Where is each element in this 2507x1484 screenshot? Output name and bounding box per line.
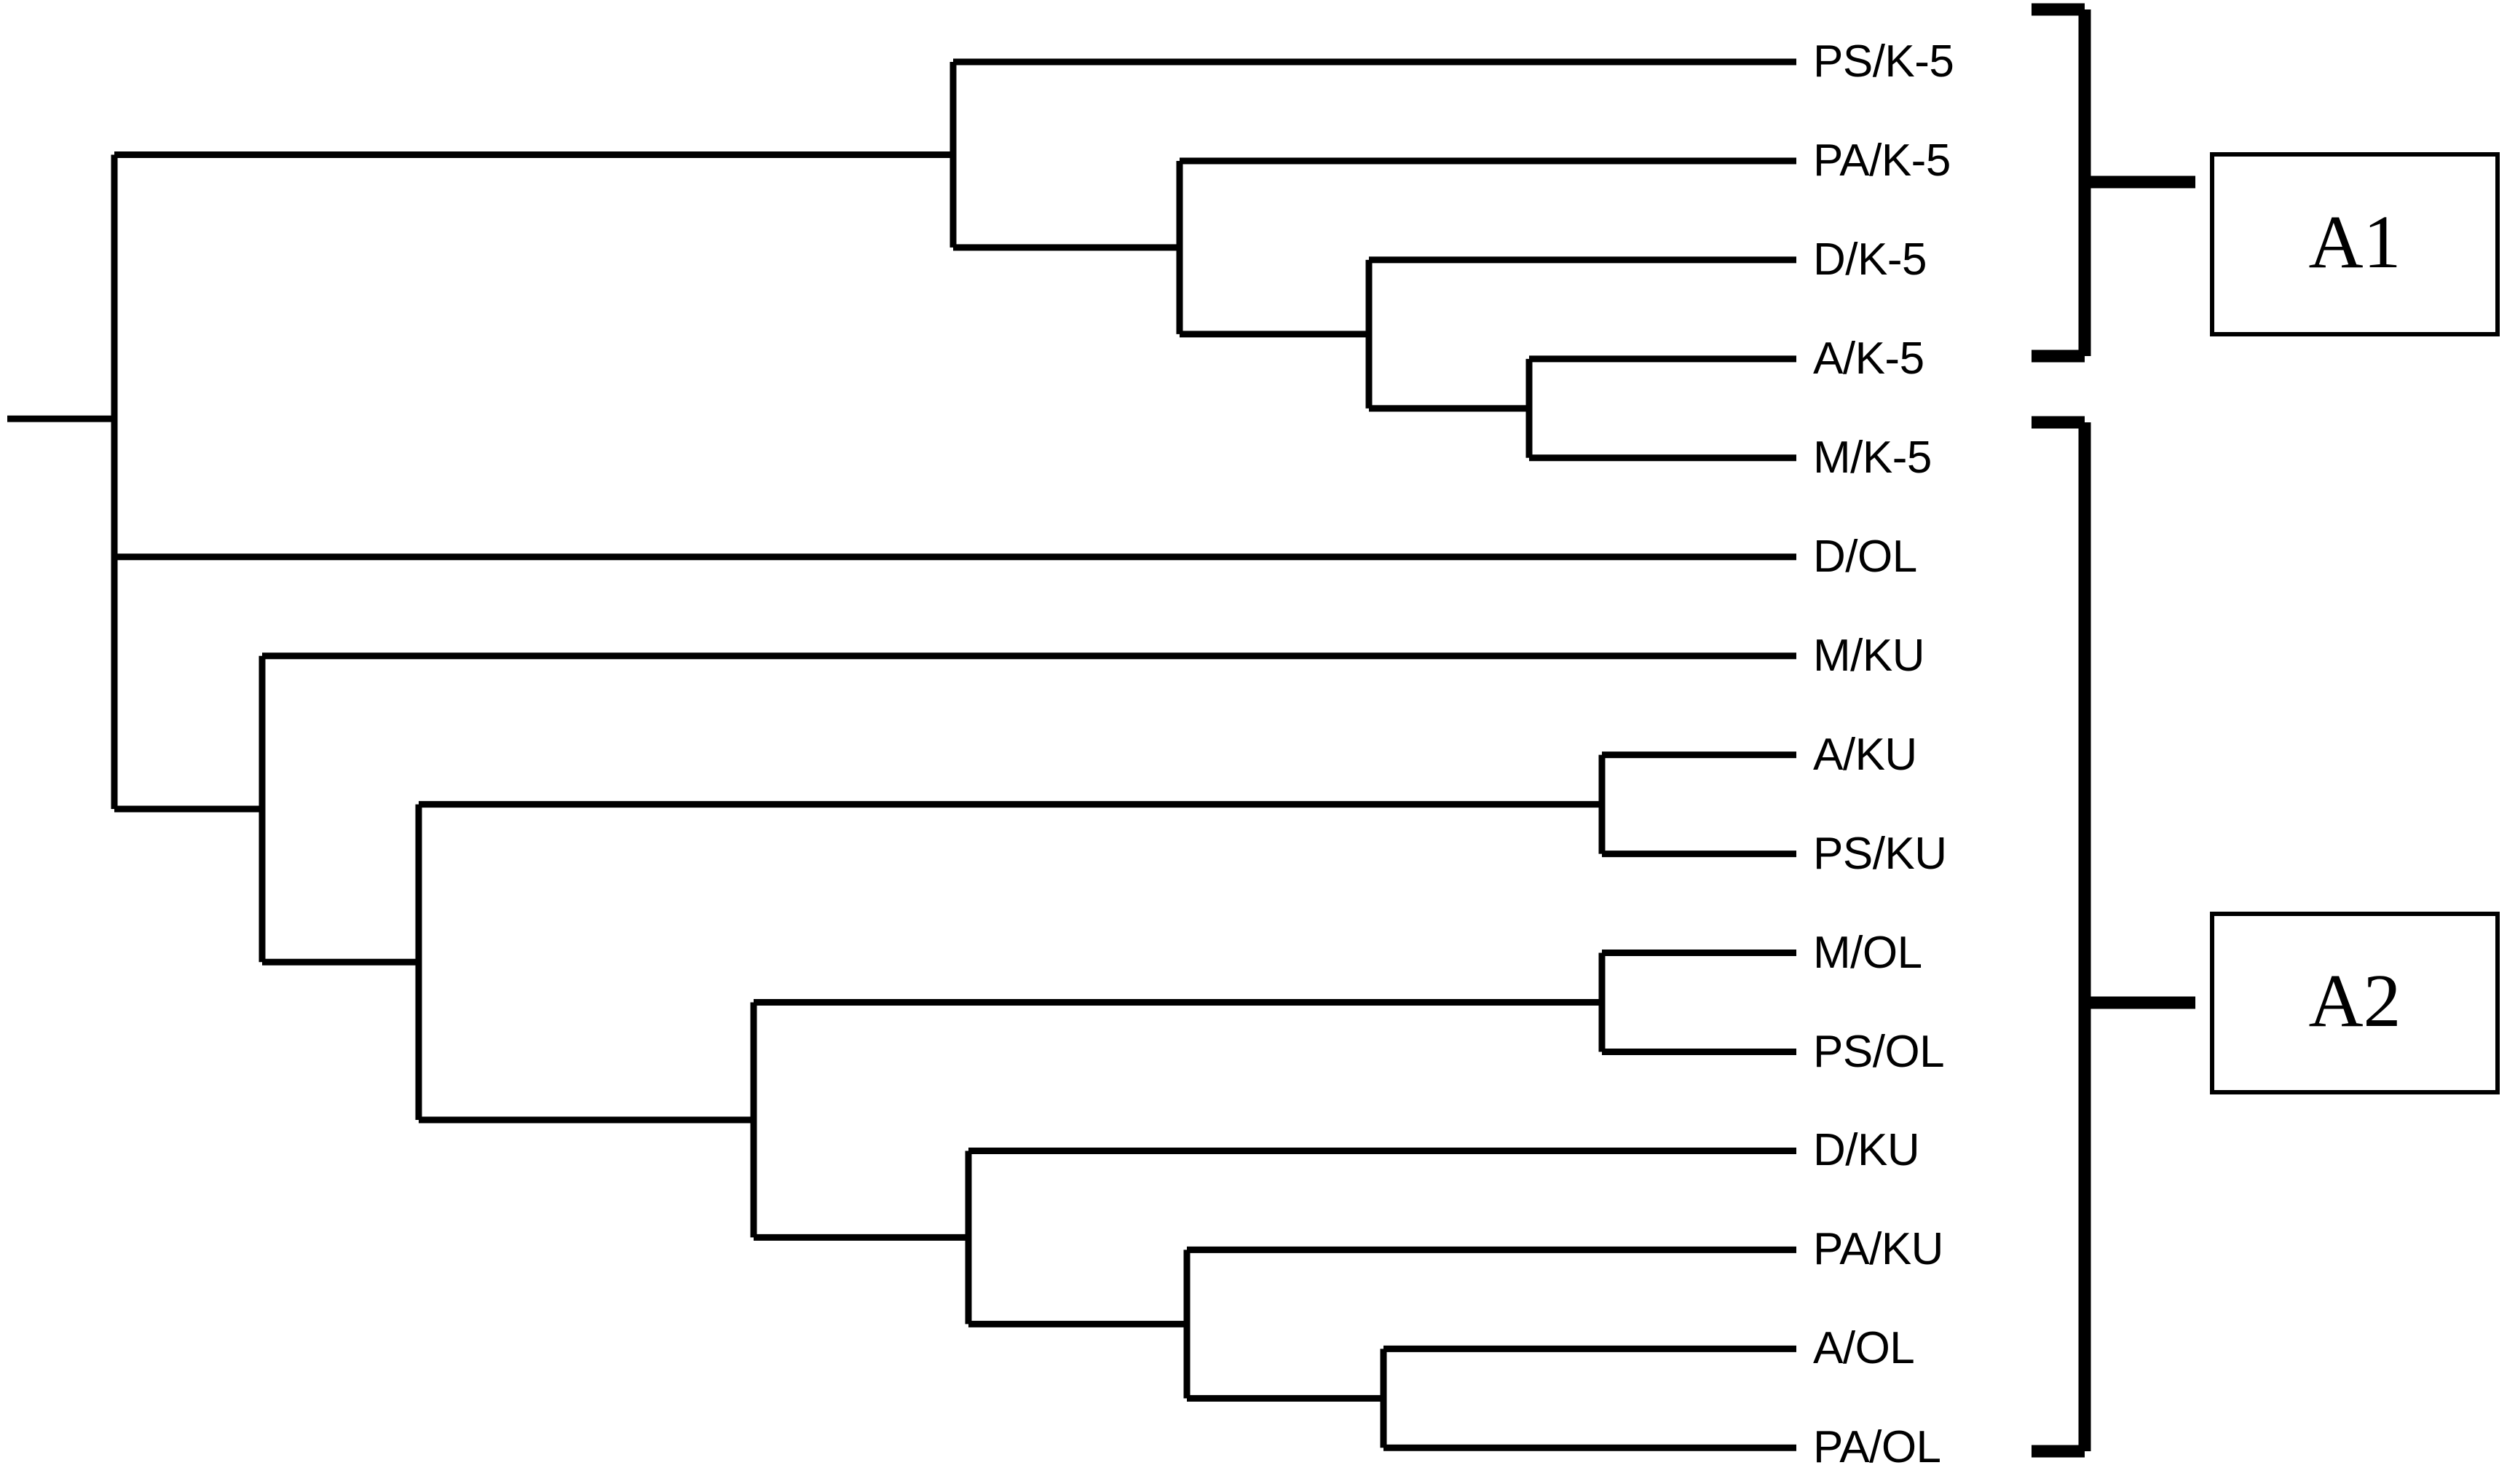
leaf-label: A/KU: [1813, 729, 1917, 780]
leaf-label: PS/KU: [1813, 828, 1947, 879]
leaf-label: D/OL: [1813, 531, 1917, 582]
leaf-label: M/KU: [1813, 630, 1925, 681]
leaf-label: PA/K-5: [1813, 135, 1951, 186]
leaf-label: M/OL: [1813, 927, 1922, 978]
cluster-brackets: [2032, 3, 2195, 1458]
leaf-label: A/K-5: [1813, 333, 1924, 384]
cluster-box-a1-label: A1: [2308, 200, 2401, 284]
leaf-label: D/K-5: [1813, 234, 1927, 285]
leaf-label: PA/OL: [1813, 1422, 1941, 1473]
leaf-label: M/K-5: [1813, 432, 1932, 483]
tree-branch-lines: [7, 58, 1796, 1451]
leaf-label: D/KU: [1813, 1125, 1920, 1176]
cluster-box-a2: A2: [2210, 912, 2500, 1094]
cluster-box-a2-label: A2: [2308, 958, 2401, 1043]
cluster-box-a1: A1: [2210, 152, 2500, 336]
leaf-label: PS/K-5: [1813, 36, 1954, 87]
leaf-label: PA/KU: [1813, 1224, 1943, 1275]
leaf-label: PS/OL: [1813, 1026, 1945, 1077]
leaf-label: A/OL: [1813, 1323, 1915, 1374]
